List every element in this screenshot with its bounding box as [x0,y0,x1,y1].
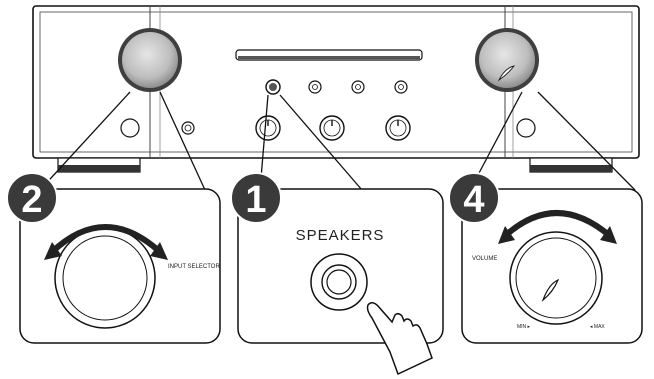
input-selector-label: INPUT SELECTOR [168,264,220,270]
callout-line-mid-b [279,94,363,191]
small-knob[interactable] [308,80,322,94]
small-knob-row [308,80,408,94]
display-slot-shadow [238,56,420,59]
callout-input-selector: INPUT SELECTOR [19,188,221,344]
callout-line-left-a [39,91,131,191]
panel-inner-outline [39,11,633,153]
volume-min-label: MIN ▸ [517,324,531,330]
step-number: 2 [21,179,42,221]
volume-label: VOLUME [472,256,497,262]
lower-control-row [120,115,536,141]
callout-speakers: SPEAKERS [237,188,444,376]
step-badge-4: 4 [448,172,500,224]
speakers-button-large[interactable] [310,253,368,311]
lower-left-knob[interactable] [120,118,140,138]
headphone-jack-icon [326,269,352,295]
lower-right-knob[interactable] [516,118,536,138]
small-knob[interactable] [351,80,365,94]
volume-indicator-icon [497,65,516,82]
rotate-arrow-icon [49,224,163,255]
hand-pointer-icon [366,302,433,376]
input-selector-knob[interactable] [118,28,182,92]
small-knob[interactable] [394,80,408,94]
input-selector-knob-large[interactable] [54,227,156,329]
volume-knob[interactable] [475,28,539,92]
speakers-button-panel[interactable] [265,79,281,95]
volume-max-label: ◂ MAX [590,324,605,330]
step-number: 1 [245,179,266,221]
phones-jack[interactable] [181,121,195,135]
rotate-arrow-icon [502,210,612,239]
callout-line-right-b [537,91,636,191]
volume-knob-large[interactable] [509,231,603,325]
amplifier-front-panel [32,5,640,173]
step-badge-1: 1 [230,172,282,224]
callout-volume: VOLUME MIN ▸ ◂ MAX [461,188,643,344]
bass-knob[interactable] [255,115,281,141]
step-number: 4 [463,179,484,221]
callout-line-left-b [159,91,206,191]
speakers-label: SPEAKERS [296,227,385,244]
balance-knob[interactable] [385,115,411,141]
step-badge-2: 2 [6,172,58,224]
volume-pointer-icon [541,278,560,302]
treble-knob[interactable] [319,115,345,141]
